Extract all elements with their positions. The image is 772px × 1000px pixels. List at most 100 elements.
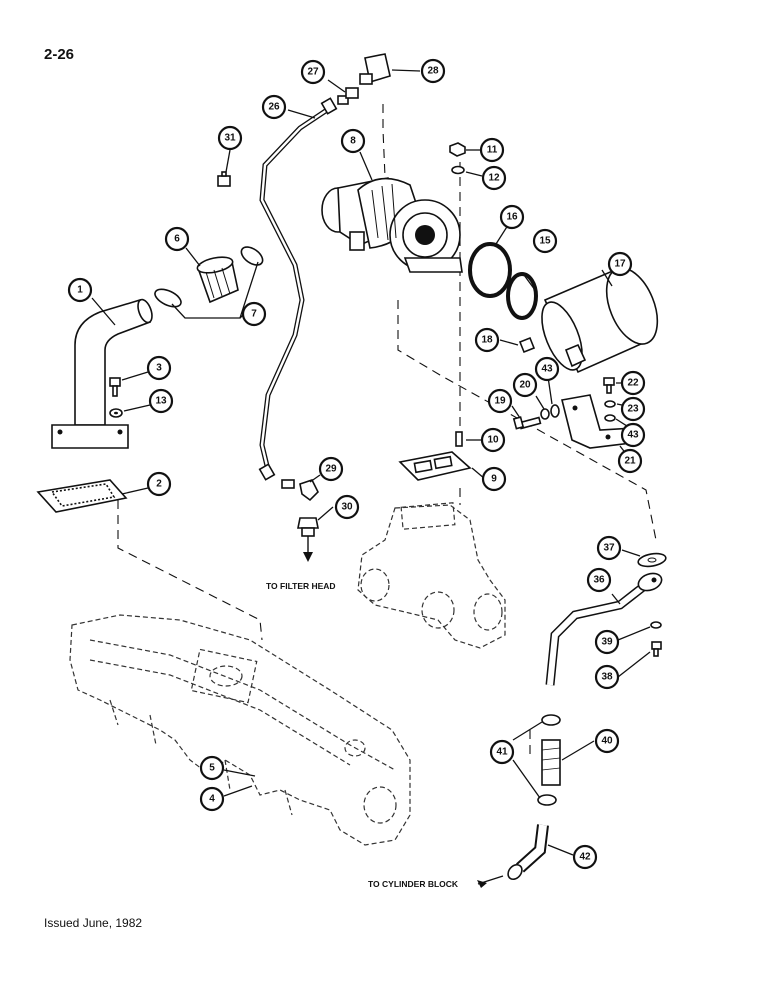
callout-40-label: 40 [601, 736, 613, 747]
clamp-41b [537, 794, 557, 806]
callout-36-label: 36 [593, 575, 605, 586]
plug-18 [518, 336, 536, 354]
callout-5-label: 5 [209, 763, 215, 774]
callout-30: 30 [334, 494, 360, 520]
callout-18: 18 [474, 327, 500, 353]
callout-38-label: 38 [601, 672, 613, 683]
fitting-30 [297, 517, 319, 562]
washer-20 [540, 408, 550, 420]
washer-23 [604, 400, 616, 408]
callout-39: 39 [594, 629, 620, 655]
callout-41-label: 41 [496, 747, 508, 758]
exhaust-elbow [357, 502, 506, 649]
callout-21-label: 21 [624, 456, 636, 467]
callout-43-lower: 43 [620, 422, 646, 448]
callout-16-label: 16 [506, 212, 518, 223]
issued-date: Issued June, 1982 [44, 916, 143, 930]
washer-39 [650, 621, 662, 629]
clamp-41a [541, 714, 561, 726]
callout-20: 20 [512, 372, 538, 398]
washer-13 [109, 408, 123, 418]
fitting-27 [337, 87, 359, 105]
callout-26: 26 [261, 94, 287, 120]
destination-cylinder-block: TO CYLINDER BLOCK [368, 875, 504, 889]
callout-43-upper-label: 43 [541, 364, 553, 375]
o-ring-15 [506, 272, 538, 320]
callout-30-label: 30 [341, 502, 353, 513]
callout-27-label: 27 [307, 67, 319, 78]
callout-11: 11 [479, 137, 505, 163]
callout-6-label: 6 [174, 234, 180, 245]
callout-5: 5 [199, 755, 225, 781]
callout-1-label: 1 [77, 285, 83, 296]
callout-42: 42 [572, 844, 598, 870]
callout-38: 38 [594, 664, 620, 690]
cylinder-block-label: TO CYLINDER BLOCK [368, 879, 459, 889]
callout-18-label: 18 [481, 335, 493, 346]
callout-3-label: 3 [156, 363, 162, 374]
oil-tube-26 [258, 97, 338, 481]
callout-43-upper: 43 [534, 356, 560, 382]
callout-17-label: 17 [614, 259, 626, 270]
clamp-7b [240, 246, 264, 266]
assembly-lines [117, 104, 657, 760]
callout-12: 12 [481, 165, 507, 191]
callout-20-label: 20 [519, 380, 531, 391]
callout-19-label: 19 [494, 396, 506, 407]
hose-40 [541, 739, 561, 786]
exhaust-manifold [69, 614, 411, 846]
callout-15: 15 [532, 228, 558, 254]
callout-29: 29 [318, 456, 344, 482]
destination-filter-head: TO FILTER HEAD [266, 581, 336, 591]
callout-7-label: 7 [251, 309, 257, 320]
callout-42-label: 42 [579, 852, 591, 863]
elbow-28 [359, 53, 391, 85]
page-number: 2-26 [44, 46, 75, 63]
callout-2-label: 2 [156, 479, 162, 490]
callout-39-label: 39 [601, 637, 613, 648]
turbocharger-8 [321, 177, 463, 273]
exhaust-tube-17 [541, 267, 659, 374]
callout-28: 28 [420, 58, 446, 84]
callouts: 1 2 3 13 4 5 6 7 8 9 10 11 12 15 16 17 1… [67, 58, 646, 870]
sleeve-6 [196, 256, 239, 304]
fitting-29 [281, 479, 319, 502]
callout-7: 7 [241, 301, 267, 327]
bolt-19 [512, 416, 542, 430]
callout-41: 41 [489, 739, 515, 765]
bolt-22 [603, 377, 615, 394]
callout-26-label: 26 [268, 102, 280, 113]
nut-11 [449, 142, 466, 157]
callout-10: 10 [480, 427, 506, 453]
bolt-3 [109, 377, 121, 397]
callout-28-label: 28 [427, 66, 439, 77]
bolt-38 [651, 641, 662, 657]
callout-19: 19 [487, 388, 513, 414]
callout-22-label: 22 [627, 378, 639, 389]
callout-15-label: 15 [539, 236, 551, 247]
stud-10 [455, 431, 463, 447]
callout-8: 8 [340, 128, 366, 154]
callout-1: 1 [67, 277, 93, 303]
washer-43b [604, 414, 616, 422]
callout-43-lower-label: 43 [627, 430, 639, 441]
gasket-37 [637, 552, 667, 568]
gasket-9 [398, 451, 472, 481]
exhaust-pipe-1 [51, 298, 153, 449]
callout-10-label: 10 [487, 435, 499, 446]
clamp-7a [154, 288, 182, 308]
gasket-2 [36, 479, 128, 513]
o-ring-16 [468, 242, 512, 298]
fitting-31 [217, 171, 231, 187]
callout-11-label: 11 [487, 145, 498, 156]
callout-3: 3 [146, 355, 172, 381]
callout-31: 31 [217, 125, 243, 151]
callout-6: 6 [164, 226, 190, 252]
callout-9: 9 [481, 466, 507, 492]
oil-return-tube-36 [545, 572, 663, 686]
filter-head-label: TO FILTER HEAD [266, 581, 336, 591]
callout-29-label: 29 [325, 464, 337, 475]
callout-22: 22 [620, 370, 646, 396]
washer-12 [451, 165, 465, 175]
